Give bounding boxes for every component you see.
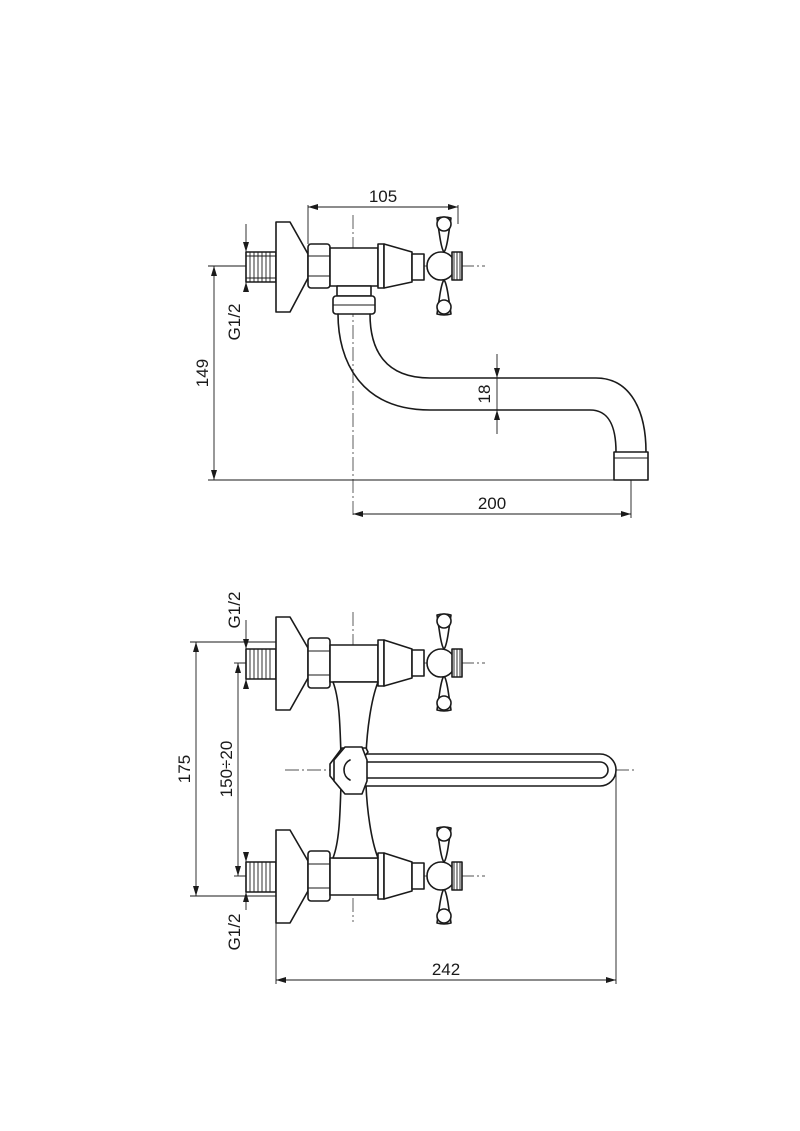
dim-105-label: 105 bbox=[369, 187, 397, 206]
dim-175-label: 175 bbox=[175, 755, 194, 783]
dim-175: 175 bbox=[175, 641, 276, 897]
dim-242-label: 242 bbox=[432, 960, 460, 979]
side-spout-tube-outer bbox=[337, 313, 617, 453]
dim-18-label: 18 bbox=[475, 385, 494, 404]
dim-150-20: 150÷20 bbox=[217, 662, 246, 877]
dim-242: 242 bbox=[275, 772, 617, 984]
dim-200: 200 bbox=[353, 480, 632, 518]
dim-149: 149 bbox=[193, 265, 648, 481]
dim-g12-front-bottom: G1/2 bbox=[225, 852, 249, 950]
side-spout-tube-inner bbox=[369, 313, 647, 453]
front-top-valve bbox=[245, 613, 463, 712]
side-threaded-inlet bbox=[245, 251, 277, 283]
side-hex-nut bbox=[307, 243, 331, 289]
dim-149-label: 149 bbox=[193, 359, 212, 387]
side-cross-handle bbox=[426, 216, 463, 316]
side-spout-tip bbox=[613, 451, 649, 481]
side-wall-flange bbox=[275, 221, 309, 313]
dim-105: 105 bbox=[307, 187, 459, 244]
front-bottom-valve bbox=[245, 826, 463, 925]
dim-g12-front-top: G1/2 bbox=[225, 592, 249, 689]
dim-200-label: 200 bbox=[478, 494, 506, 513]
front-view: G1/2 G1/2 175 150÷20 bbox=[175, 592, 635, 984]
side-valve-bonnet bbox=[383, 243, 413, 289]
dim-150-20-label: 150÷20 bbox=[217, 741, 236, 798]
side-view: 105 G1/2 149 18 bbox=[193, 187, 649, 518]
front-spout bbox=[329, 746, 617, 795]
dim-g12-front-top-label: G1/2 bbox=[225, 592, 244, 629]
dim-g12-side-label: G1/2 bbox=[225, 304, 244, 341]
dim-g12-side: G1/2 bbox=[225, 224, 249, 340]
dim-g12-front-bottom-label: G1/2 bbox=[225, 914, 244, 951]
side-valve-body bbox=[329, 247, 379, 287]
dim-18: 18 bbox=[475, 354, 500, 434]
side-spout-nut bbox=[332, 285, 376, 315]
